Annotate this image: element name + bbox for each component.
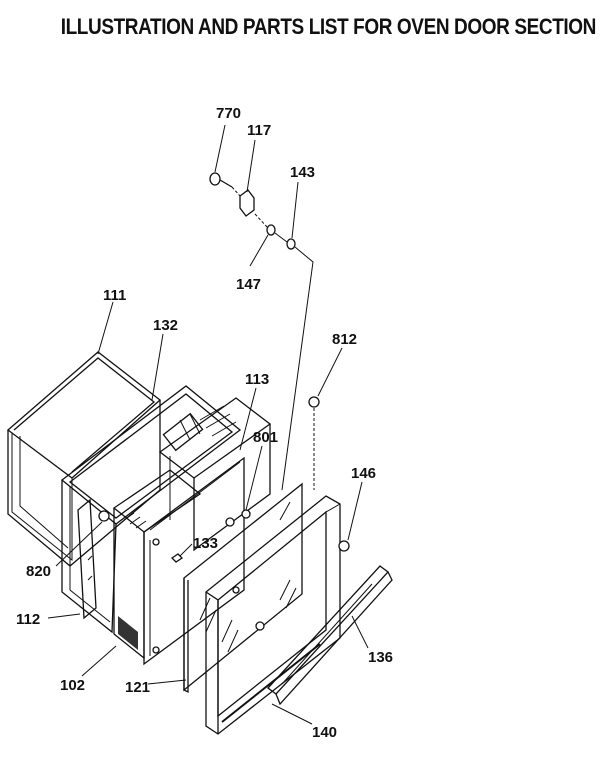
hinge-bracket-117 — [231, 186, 255, 217]
clip-820 — [98, 510, 110, 522]
leader-lines — [47, 124, 369, 725]
door-handle-136 — [267, 565, 393, 706]
callout-146: 146 — [351, 465, 376, 482]
washer-146 — [338, 540, 350, 552]
washer-147 — [254, 213, 276, 236]
callout-820: 820 — [26, 563, 51, 580]
glass-panel-121 — [183, 482, 303, 694]
callout-102: 102 — [60, 677, 85, 694]
fastener-133 — [170, 553, 184, 563]
door-box-102 — [112, 456, 245, 666]
callout-812: 812 — [332, 331, 357, 348]
assembly-line — [281, 246, 314, 491]
screws-801 — [225, 509, 251, 527]
liner-113 — [158, 397, 272, 552]
inner-panel-111 — [6, 351, 162, 567]
screw-770 — [209, 172, 233, 188]
callout-147: 147 — [236, 276, 261, 293]
page-title: ILLUSTRATION AND PARTS LIST FOR OVEN DOO… — [60, 15, 597, 40]
frame-132 — [60, 385, 242, 634]
callout-801: 801 — [253, 429, 278, 446]
outer-door-140 — [205, 495, 341, 735]
callout-111: 111 — [103, 287, 126, 304]
callout-770: 770 — [216, 105, 241, 122]
callout-132: 132 — [153, 317, 178, 334]
callout-136: 136 — [368, 649, 393, 666]
callout-133: 133 — [193, 535, 218, 552]
callout-140: 140 — [312, 724, 337, 741]
screw-812 — [308, 396, 320, 490]
callout-143: 143 — [290, 164, 315, 181]
side-strip-112 — [77, 498, 97, 620]
callout-112: 112 — [16, 611, 40, 628]
callout-117: 117 — [247, 122, 271, 139]
callout-121: 121 — [125, 679, 150, 696]
callout-113: 113 — [245, 371, 269, 388]
washer-143 — [274, 232, 296, 250]
